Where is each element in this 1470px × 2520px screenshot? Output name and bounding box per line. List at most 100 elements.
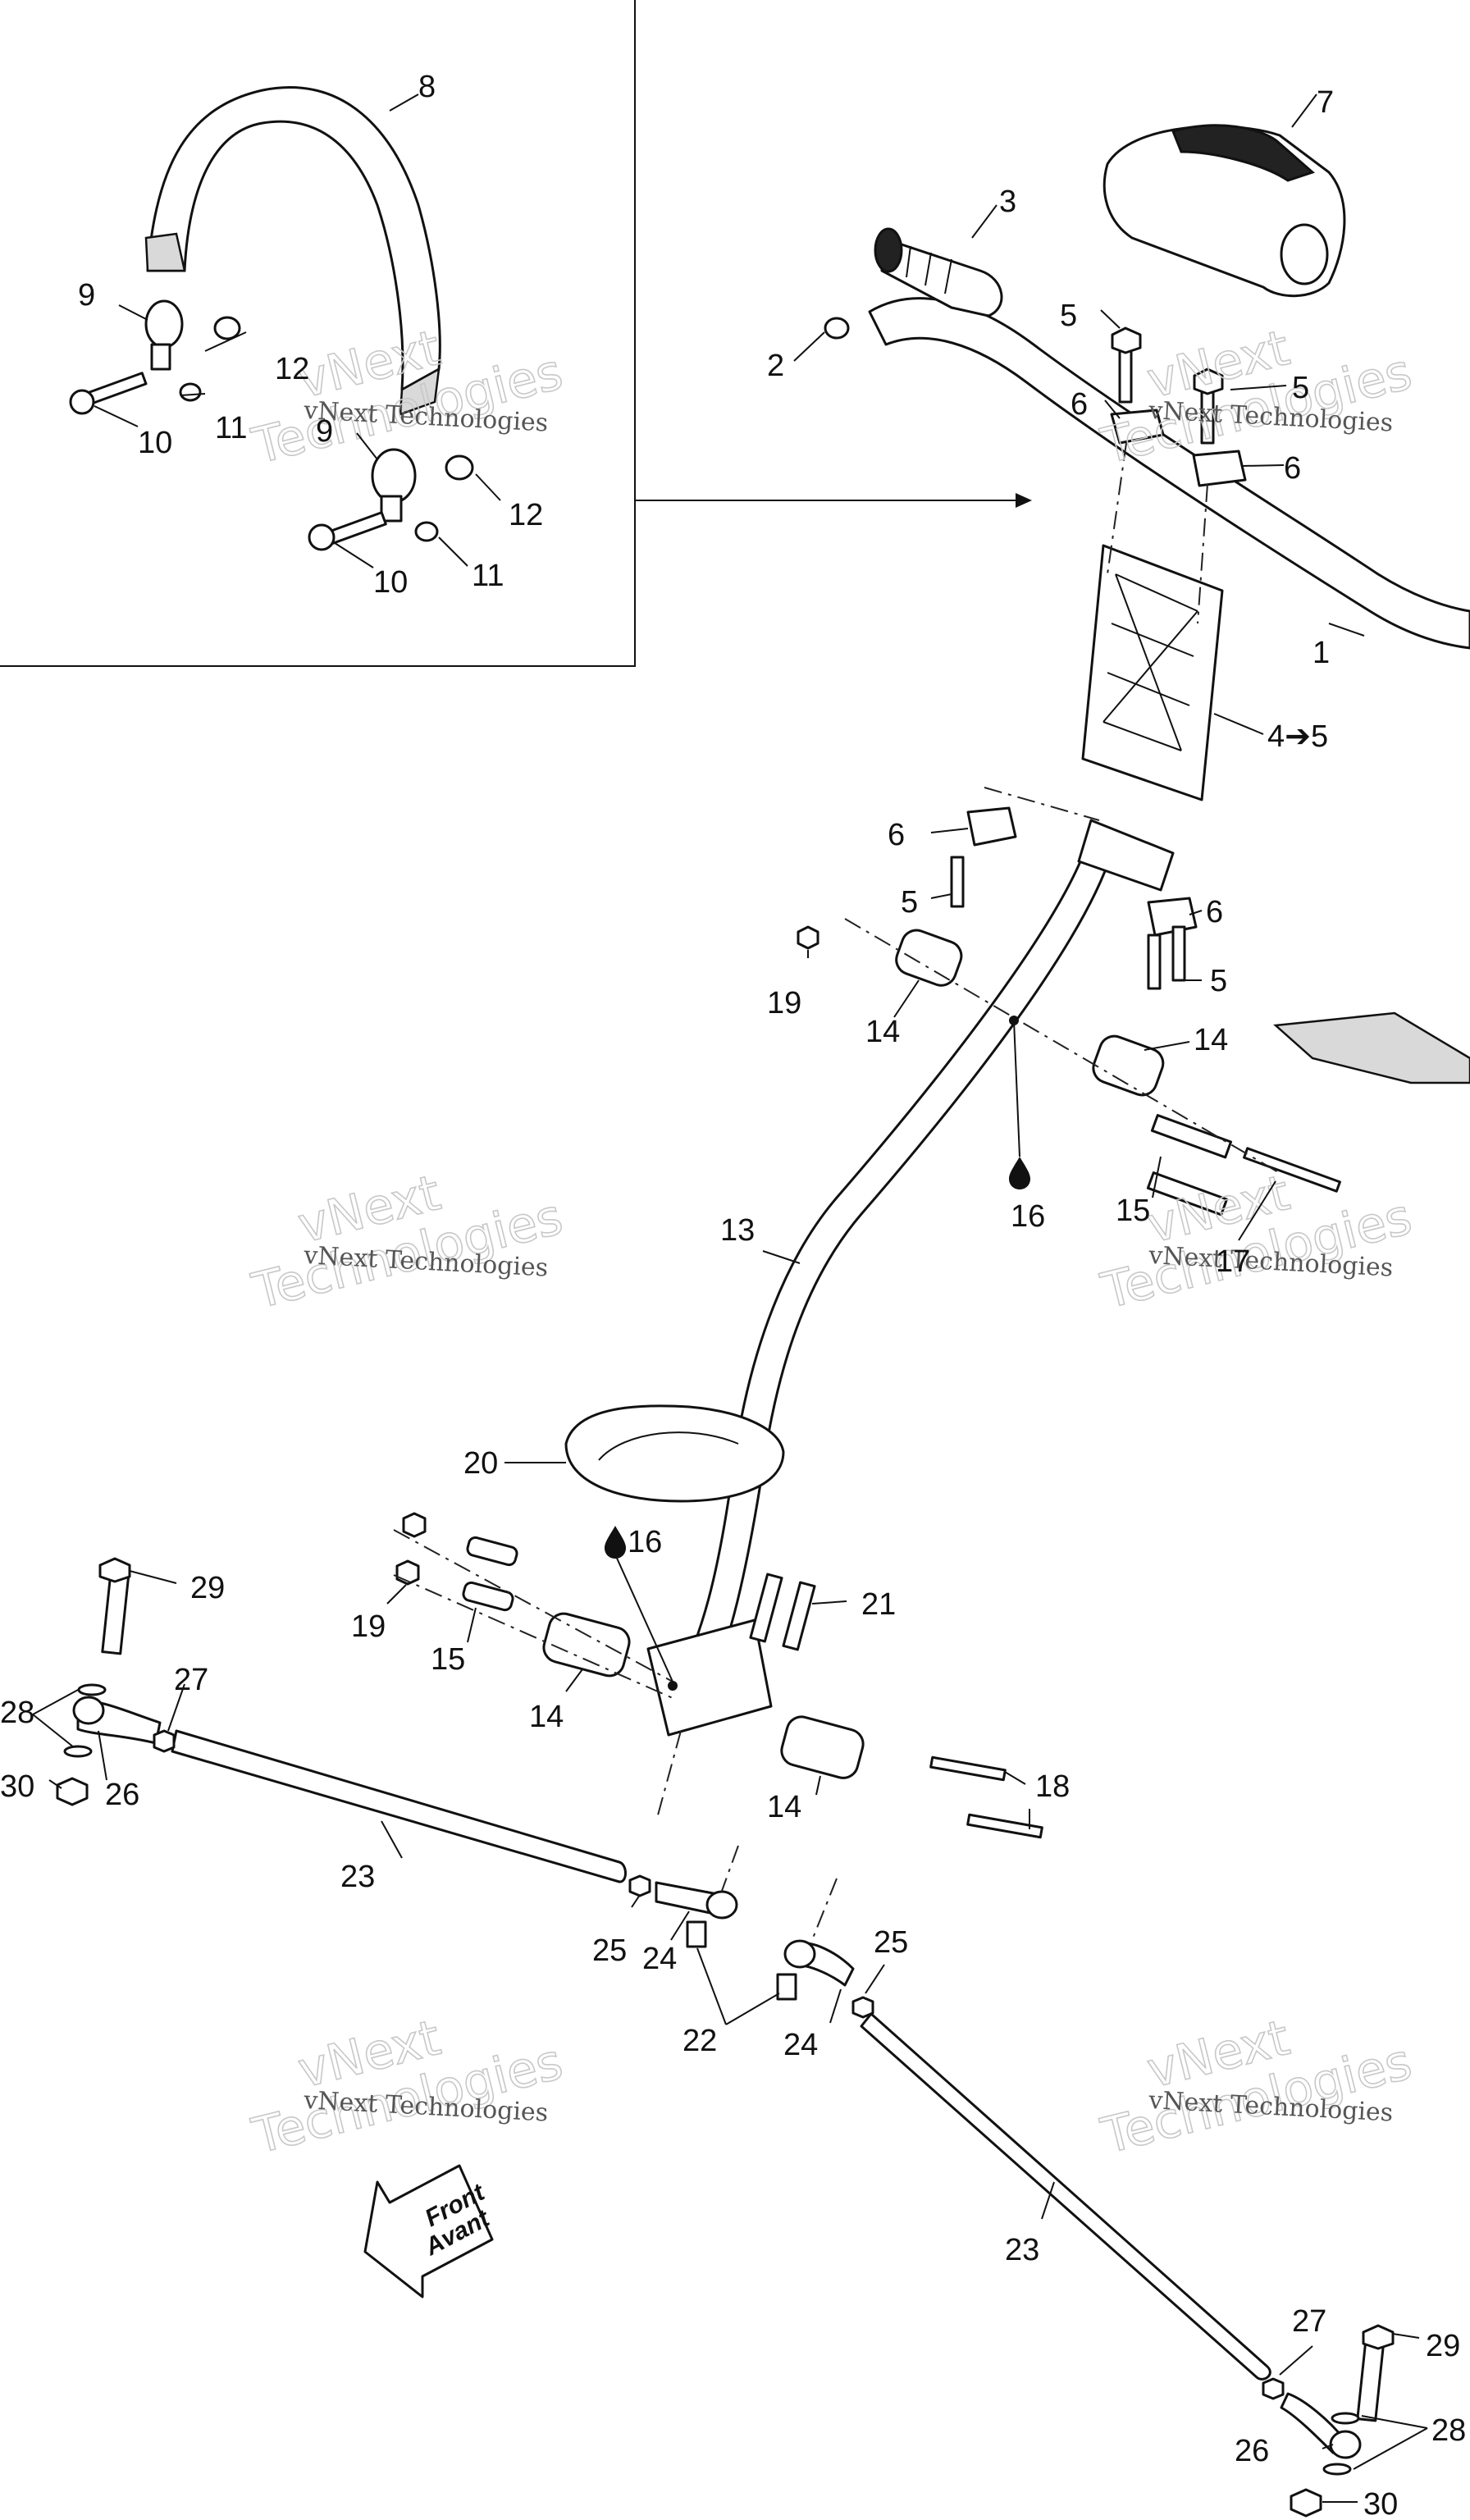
leader-lines [32, 94, 1428, 2503]
callout-15-lower: 15 [431, 1642, 465, 1677]
end-plug-2 [824, 317, 850, 340]
bushing-14-upper-right [1092, 1034, 1165, 1097]
cover-20 [564, 1404, 785, 1503]
clamp-6-top-right [1192, 450, 1247, 487]
callout-30-left: 30 [0, 1769, 34, 1804]
inset-pointer-arrow [1016, 493, 1032, 508]
nut-19-upper [797, 925, 819, 950]
clamp-9-upper [144, 299, 184, 371]
callout-4-to-5: 4➔5 [1267, 719, 1328, 754]
bolt-29-left [101, 1568, 130, 1655]
jam-nut-27-left [153, 1729, 176, 1753]
callout-1: 1 [1312, 636, 1330, 670]
strap-end-left [144, 232, 186, 272]
spacer-12-upper [213, 316, 241, 340]
handlebar-1 [868, 297, 1470, 650]
callout-18: 18 [1035, 1769, 1070, 1804]
callout-5-mid-right: 5 [1210, 964, 1227, 998]
callout-28-left: 28 [0, 1696, 34, 1730]
callout-5-top-right: 5 [1292, 371, 1309, 405]
bolt-10-upper [69, 372, 148, 415]
sleeve-15-lower-a [466, 1536, 518, 1567]
callout-15-upper: 15 [1116, 1194, 1150, 1228]
rod-end-26-left-ball [72, 1696, 105, 1725]
callout-25-left: 25 [592, 1933, 627, 1968]
column-top-yoke [1077, 819, 1175, 892]
washer-28-left-a [77, 1683, 107, 1696]
column-base-bracket [646, 1618, 773, 1737]
bolt-5-mid-right-2 [1171, 925, 1186, 982]
inset-border [0, 0, 636, 667]
bushing-14-upper-left [895, 929, 963, 987]
bolt-21-a [749, 1573, 783, 1643]
detail-inset [0, 0, 1032, 667]
bolt-5-mid-right [1147, 934, 1162, 990]
callout-9-upper: 9 [78, 278, 95, 313]
callout-30-right: 30 [1363, 2487, 1398, 2520]
bolt-29-right-head [1362, 2324, 1395, 2350]
callout-5-top-left: 5 [1060, 299, 1077, 333]
bushing-14-lower-left [542, 1612, 631, 1678]
bolt-10-lower [308, 511, 387, 551]
clamp-6-top-left [1110, 409, 1165, 445]
callout-24-right: 24 [783, 2028, 818, 2062]
callout-14-lower-left: 14 [529, 1700, 564, 1734]
callout-11-lower: 11 [472, 559, 504, 593]
callout-25-right: 25 [874, 1925, 908, 1960]
callout-12-lower: 12 [509, 498, 543, 532]
callout-23-right: 23 [1005, 2233, 1039, 2267]
jam-nut-25-right [851, 1996, 874, 2019]
callout-13: 13 [720, 1213, 755, 1248]
watermark-6: Technologies vNext vNext Technologies [1095, 2008, 1418, 2166]
grease-drop-icon-upper [1009, 1157, 1030, 1189]
callout-5-mid-left: 5 [901, 885, 918, 920]
bushing-14-lower-right [780, 1715, 865, 1779]
bushing-22-b [776, 1973, 797, 2001]
callout-9-lower: 9 [316, 414, 333, 449]
watermark-1: Technologies vNext vNext Technologies [246, 318, 568, 476]
handlebar-pad-7 [1102, 124, 1346, 298]
steering-column-13 [675, 843, 1113, 1700]
clamp-6-mid-left [966, 806, 1017, 847]
riser-4 [1081, 544, 1224, 801]
watermark-4: Technologies vNext vNext Technologies [1095, 1163, 1418, 1321]
callout-6-top-right: 6 [1284, 451, 1301, 486]
callout-20: 20 [463, 1446, 498, 1481]
callout-27-right: 27 [1292, 2304, 1326, 2339]
callout-23-left: 23 [340, 1860, 375, 1894]
callout-6-top-left: 6 [1071, 387, 1088, 422]
bushing-22-a [686, 1920, 707, 1948]
callout-19-upper: 19 [767, 986, 801, 1020]
bolt-29-left-head [98, 1557, 131, 1583]
jam-nut-27-right [1262, 2377, 1285, 2400]
callout-3: 3 [999, 185, 1016, 219]
watermark-5: Technologies vNext vNext Technologies [246, 2008, 568, 2166]
tie-rod-23-left [171, 1729, 627, 1883]
callout-29-right: 29 [1426, 2329, 1460, 2363]
watermark-3: Technologies vNext vNext Technologies [246, 1163, 568, 1321]
strap-end-right [399, 367, 441, 416]
bolt-18-a [929, 1755, 1007, 1782]
washer-28-left-b [63, 1745, 93, 1758]
callout-14-lower-right: 14 [767, 1790, 801, 1824]
callout-labels: 8 9 12 11 10 9 12 11 10 7 3 2 5 5 6 6 1 … [0, 70, 1466, 2520]
callout-11-upper: 11 [215, 411, 247, 445]
bolt-29-right [1356, 2335, 1386, 2422]
nut-30-left [56, 1777, 89, 1806]
callout-26-right: 26 [1235, 2434, 1269, 2468]
bolt-5-top-right-head [1193, 368, 1224, 395]
jam-nut-25-left [628, 1874, 651, 1897]
callout-17: 17 [1216, 1244, 1250, 1279]
callout-10-upper: 10 [138, 426, 172, 460]
nut-19-lower-a [402, 1512, 427, 1538]
callout-16-upper: 16 [1011, 1199, 1045, 1234]
callout-26-left: 26 [105, 1778, 139, 1812]
callout-7: 7 [1317, 85, 1334, 120]
callout-24-left: 24 [642, 1942, 677, 1976]
washer-28-right-a [1331, 2412, 1360, 2425]
clamp-9-lower [371, 448, 417, 523]
callout-2: 2 [767, 349, 784, 383]
sleeve-15-lower-b [462, 1581, 514, 1612]
nut-11-lower [414, 521, 439, 542]
